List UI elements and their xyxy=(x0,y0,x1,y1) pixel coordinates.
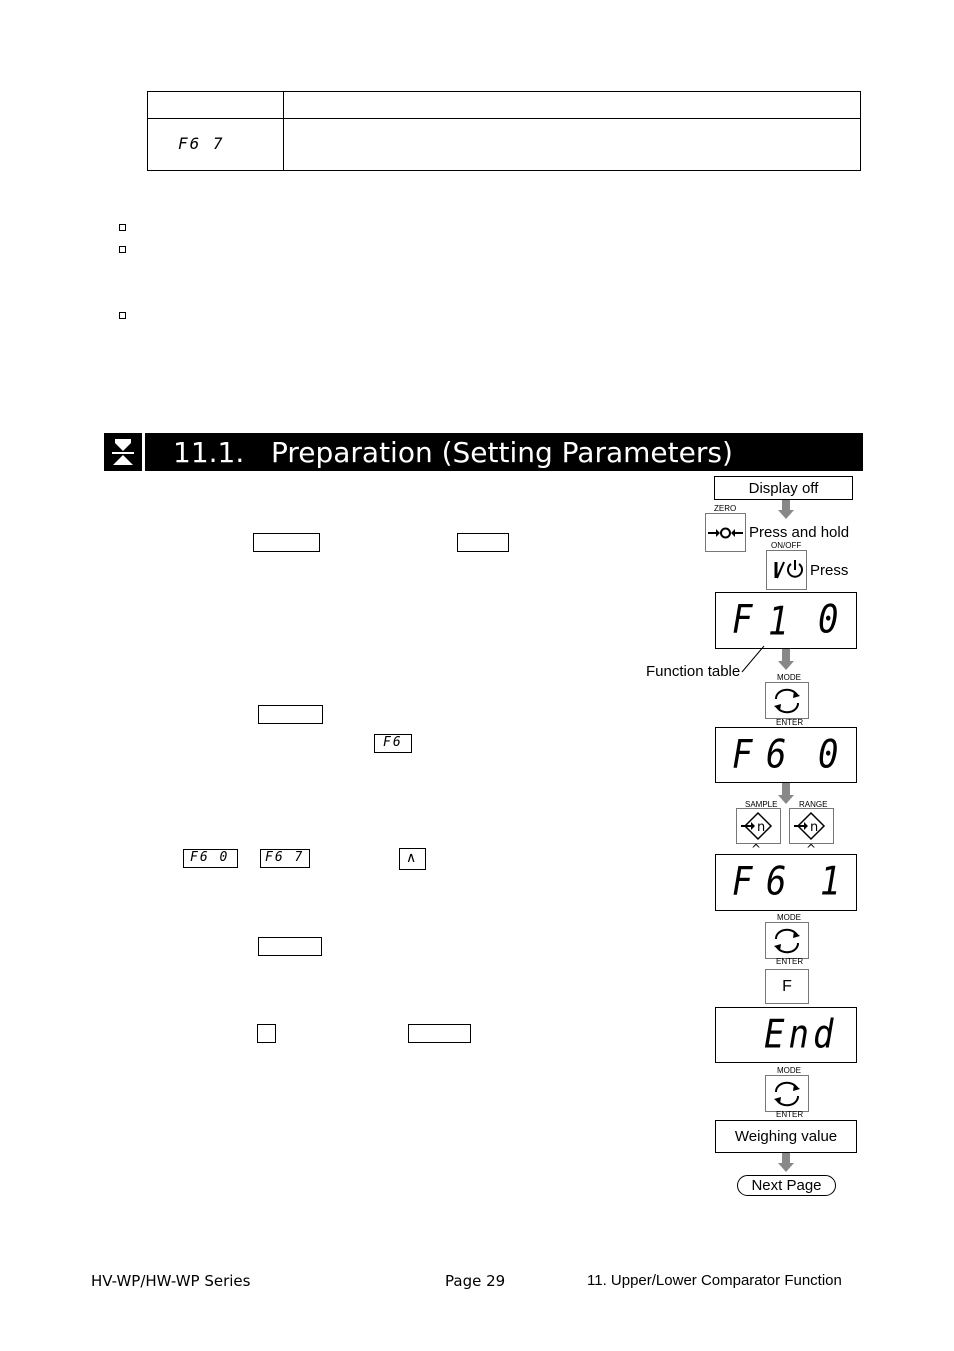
inline-up-key: ∧ xyxy=(399,848,426,870)
lcd-end-text: End xyxy=(764,1012,838,1058)
table-header-divider xyxy=(148,118,860,119)
weighing-value-box: Weighing value xyxy=(715,1120,857,1153)
footer-series: HV-WP/HW-WP Series xyxy=(91,1272,251,1290)
display-off-box: Display off xyxy=(714,476,853,500)
inline-key-box-4 xyxy=(258,937,322,956)
press-label: Press xyxy=(810,562,849,579)
lcd-f6-0-func: F xyxy=(732,732,753,778)
footer-chapter: 11. Upper/Lower Comparator Function xyxy=(587,1272,842,1289)
lcd-f1-0-num: 1 xyxy=(768,599,789,645)
mode-key-2-caption: MODE xyxy=(777,913,801,922)
flow-arrow-2-shaft xyxy=(782,649,790,662)
lcd-f1-0-func: F xyxy=(732,597,753,643)
sample-key: n xyxy=(736,808,781,844)
inline-key-box-1 xyxy=(253,533,320,552)
next-page-pill: Next Page xyxy=(737,1175,836,1196)
lcd-f6-0-num: 6 xyxy=(766,732,787,778)
f-key: F xyxy=(765,969,809,1004)
lcd-end: End xyxy=(715,1007,857,1063)
lcd-f6-1-value: 1 xyxy=(820,859,841,905)
lcd-f6-0: F 6 0 xyxy=(715,727,857,783)
bullet-2 xyxy=(119,246,126,253)
lcd-f6-0-value: 0 xyxy=(818,732,839,778)
press-and-hold-label: Press and hold xyxy=(749,524,850,541)
flow-arrow-3-head xyxy=(778,795,794,804)
mode-key-3 xyxy=(765,1075,809,1112)
zero-key-caption: ZERO xyxy=(714,504,737,513)
flow-arrow-2-head xyxy=(778,661,794,670)
mode-key-3-enter: ENTER xyxy=(776,1110,804,1119)
lcd-f1-0: F 1 0 xyxy=(715,592,857,649)
inline-up-key-text: ∧ xyxy=(406,850,417,866)
section-heading-bar: 11.1. Preparation (Setting Parameters) xyxy=(145,433,863,471)
onoff-key xyxy=(766,550,807,590)
flow-arrow-4-head xyxy=(778,1163,794,1172)
range-caret: ^ xyxy=(806,842,817,856)
flow-arrow-1-head xyxy=(778,510,794,519)
inline-key-box-5 xyxy=(257,1024,276,1043)
section-icon xyxy=(104,433,142,471)
inline-display-f6-text: F6 xyxy=(383,735,403,750)
inline-display-f67: F6 7 xyxy=(260,849,310,868)
bullet-3 xyxy=(119,312,126,319)
flow-arrow-1-shaft xyxy=(782,500,790,511)
bullet-1 xyxy=(119,224,126,231)
mode-key-2-enter: ENTER xyxy=(776,957,804,966)
footer-page-number: Page 29 xyxy=(445,1272,506,1290)
weighing-value-label: Weighing value xyxy=(734,1128,838,1145)
range-key: n xyxy=(789,808,834,844)
flow-arrow-4-shaft xyxy=(782,1153,790,1164)
inline-display-f67-text: F6 7 xyxy=(265,850,305,865)
mode-key-1 xyxy=(765,682,809,719)
lcd-f6-1: F 6 1 xyxy=(715,854,857,911)
function-table-label: Function table xyxy=(646,663,741,680)
display-off-label: Display off xyxy=(748,480,819,497)
inline-display-f60: F6 0 xyxy=(183,849,238,868)
inline-display-f60-text: F6 0 xyxy=(190,850,230,865)
inline-key-box-3 xyxy=(258,705,323,724)
inline-key-box-2 xyxy=(457,533,509,552)
mode-key-1-caption: MODE xyxy=(777,673,801,682)
flow-arrow-3-shaft xyxy=(782,783,790,796)
next-page-label: Next Page xyxy=(751,1177,822,1194)
mode-key-2 xyxy=(765,922,809,959)
sample-caret: ^ xyxy=(751,842,762,856)
inline-key-box-6 xyxy=(408,1024,471,1043)
lcd-f6-1-num: 6 xyxy=(766,859,787,905)
svg-text:n: n xyxy=(757,820,765,835)
zero-key xyxy=(705,513,746,552)
mode-key-1-enter: ENTER xyxy=(776,718,804,727)
range-key-caption: RANGE xyxy=(799,800,828,809)
section-title: 11.1. Preparation (Setting Parameters) xyxy=(173,436,733,469)
lcd-f1-0-value: 0 xyxy=(818,597,839,643)
table-row-setting: F6 7 xyxy=(178,134,225,153)
onoff-key-caption: ON/OFF xyxy=(771,541,802,550)
sample-key-caption: SAMPLE xyxy=(745,800,778,809)
table-column-divider xyxy=(283,92,284,170)
settings-table: F6 7 xyxy=(147,91,861,171)
lcd-f6-1-func: F xyxy=(732,859,753,905)
function-table-pointer xyxy=(740,644,766,674)
inline-display-f6: F6 xyxy=(374,734,412,753)
f-key-label: F xyxy=(782,978,792,995)
svg-text:n: n xyxy=(810,820,818,835)
mode-key-3-caption: MODE xyxy=(777,1066,801,1075)
